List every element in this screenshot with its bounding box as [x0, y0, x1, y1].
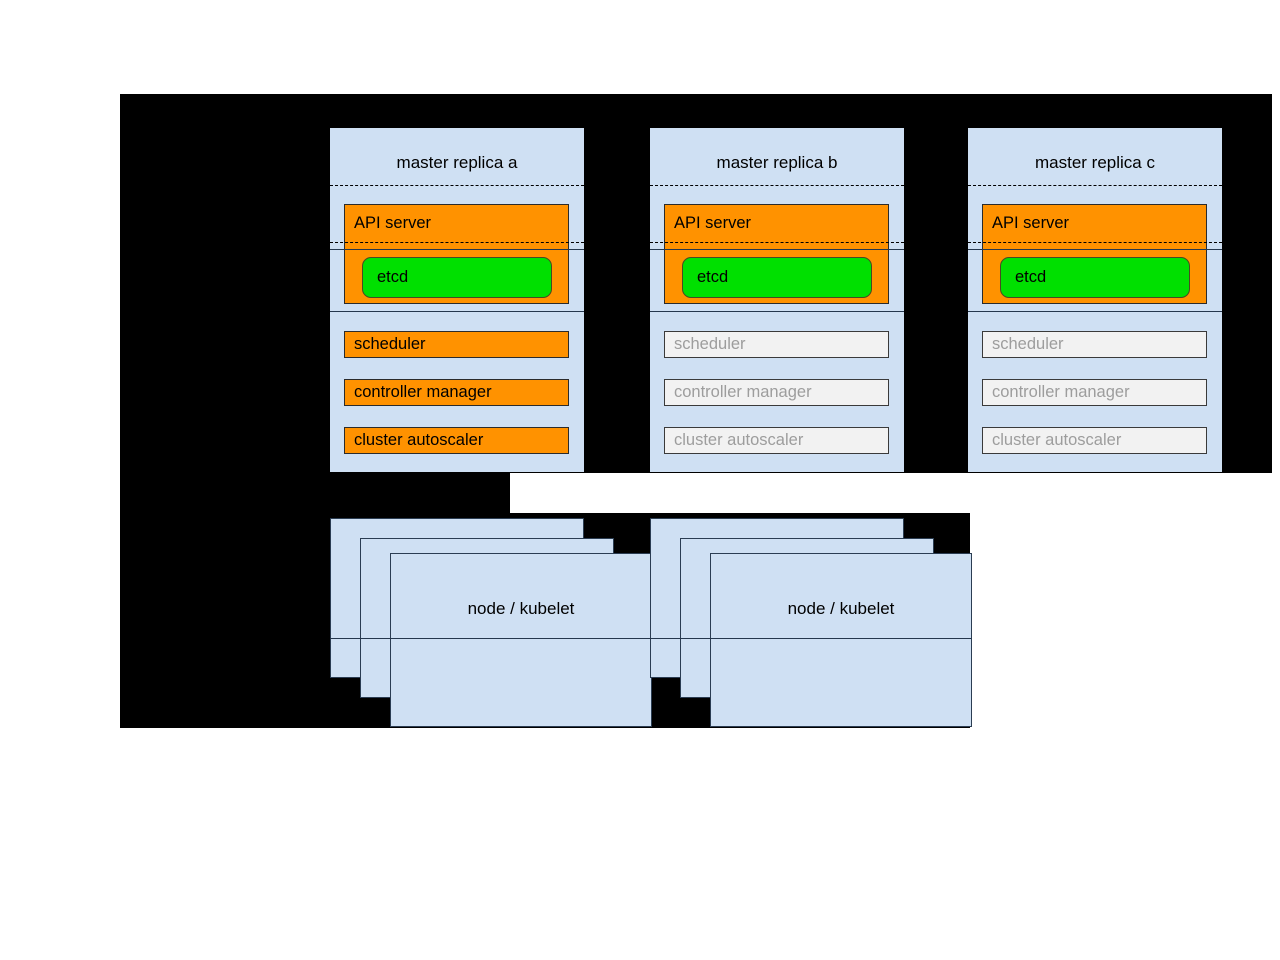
replica-c-controller-manager[interactable]: controller manager [982, 379, 1207, 406]
replica-c-separator-top [968, 185, 1222, 186]
replica-b-cluster-autoscaler-label: cluster autoscaler [674, 431, 804, 450]
replica-a-rule-lower [330, 311, 584, 312]
replica-b-rule-upper [650, 249, 904, 250]
replica-a-api-server-label: API server [354, 214, 432, 232]
replica-a-scheduler[interactable]: scheduler [344, 331, 569, 358]
replica-a-rule-upper [330, 249, 584, 250]
replica-a-scheduler-label: scheduler [354, 335, 426, 354]
replica-a-controller-manager[interactable]: controller manager [344, 379, 569, 406]
node-group-2-card-front[interactable] [710, 553, 972, 727]
node-group-1-rule [330, 638, 652, 639]
master-replica-b-title: master replica b [716, 153, 838, 172]
replica-b-scheduler-label: scheduler [674, 335, 746, 354]
replica-a-controller-manager-label: controller manager [354, 383, 492, 402]
replica-b-scheduler[interactable]: scheduler [664, 331, 889, 358]
replica-b-etcd[interactable]: etcd [682, 257, 872, 298]
replica-c-separator-mid [968, 242, 1222, 243]
replica-a-separator-top [330, 185, 584, 186]
replica-b-controller-manager[interactable]: controller manager [664, 379, 889, 406]
node-group-1-label: node / kubelet [467, 599, 575, 618]
replica-b-controller-manager-label: controller manager [674, 383, 812, 402]
replica-b-separator-mid [650, 242, 904, 243]
replica-a-etcd[interactable]: etcd [362, 257, 552, 298]
replica-b-api-server-label: API server [674, 214, 752, 232]
node-group-2-label: node / kubelet [787, 599, 895, 618]
replica-b-etcd-label: etcd [697, 268, 729, 287]
node-group-2-rule [650, 638, 972, 639]
replica-c-etcd-label: etcd [1015, 268, 1047, 287]
master-replica-c-title: master replica c [1035, 153, 1155, 172]
replica-c-controller-manager-label: controller manager [992, 383, 1130, 402]
replica-c-cluster-autoscaler-label: cluster autoscaler [992, 431, 1122, 450]
replica-a-separator-mid [330, 242, 584, 243]
replica-a-cluster-autoscaler[interactable]: cluster autoscaler [344, 427, 569, 454]
replica-c-rule-upper [968, 249, 1222, 250]
replica-c-etcd[interactable]: etcd [1000, 257, 1190, 298]
replica-a-cluster-autoscaler-label: cluster autoscaler [354, 431, 484, 450]
replica-b-rule-lower [650, 311, 904, 312]
replica-b-cluster-autoscaler[interactable]: cluster autoscaler [664, 427, 889, 454]
replica-c-api-server-label: API server [992, 214, 1070, 232]
replica-c-scheduler-label: scheduler [992, 335, 1064, 354]
replica-c-scheduler[interactable]: scheduler [982, 331, 1207, 358]
replica-b-separator-top [650, 185, 904, 186]
node-group-1-card-front[interactable] [390, 553, 652, 727]
replica-a-etcd-label: etcd [377, 268, 409, 287]
replica-c-cluster-autoscaler[interactable]: cluster autoscaler [982, 427, 1207, 454]
replica-c-rule-lower [968, 311, 1222, 312]
master-replica-a-title: master replica a [396, 153, 518, 172]
